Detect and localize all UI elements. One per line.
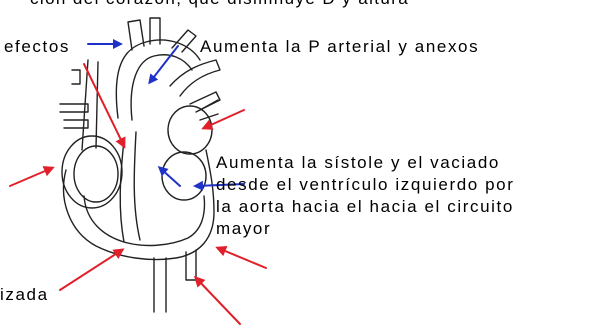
label-izada: izada <box>0 285 49 304</box>
brachiocephalic-artery <box>127 19 145 51</box>
label-presion-arterial: Aumenta la P arterial y anexos <box>200 37 479 56</box>
superior-vena-cava <box>81 59 99 151</box>
septum <box>119 139 125 243</box>
heart-drawing <box>59 17 221 313</box>
blue-arrow-sistole-b <box>157 165 181 187</box>
right-atrium <box>61 135 123 209</box>
pulmonary-artery <box>169 59 221 97</box>
blue-arrow-sistole-a <box>193 180 245 191</box>
label-sistole-line-2: desde el ventrículo izquierdo por <box>216 175 515 194</box>
label-sistole-line-1: Aumenta la sístole y el vaciado <box>216 153 500 172</box>
carotid-artery <box>149 17 161 45</box>
heart-outer-wall <box>62 149 215 261</box>
label-sistole-line-4: mayor <box>216 219 271 238</box>
red-arrow-right-ventricle <box>215 245 267 269</box>
red-arrow-izada <box>59 248 125 291</box>
vessel-left-stub <box>71 69 81 85</box>
left-atrium <box>167 105 213 155</box>
vessel-left-a <box>59 103 89 113</box>
pulmonary-vein-a <box>199 99 219 111</box>
blue-arrow-presion <box>148 45 179 85</box>
label-efectos: efectos <box>4 37 70 56</box>
red-arrow-vessel-top <box>83 63 126 149</box>
red-arrow-bottom <box>193 275 241 325</box>
red-arrow-right-atrium <box>9 166 55 187</box>
descending-aorta <box>185 249 197 281</box>
label-sistole-line-3: la aorta hacia el hacia el circuito <box>216 197 514 216</box>
arrows <box>9 39 267 325</box>
aortic-arch <box>115 39 201 119</box>
aortic-arch-inner <box>130 54 193 121</box>
heart-inner-wall <box>83 195 206 247</box>
subclavian-artery <box>171 29 197 53</box>
vessel-left-b <box>63 119 89 129</box>
septum-inner <box>133 131 141 241</box>
red-arrow-left-atrium <box>201 109 245 130</box>
inferior-vena-cava <box>153 257 167 313</box>
top-partial-text: ción del corazón, que disminuye D y altu… <box>30 0 409 8</box>
right-atrium-inner <box>73 145 119 203</box>
